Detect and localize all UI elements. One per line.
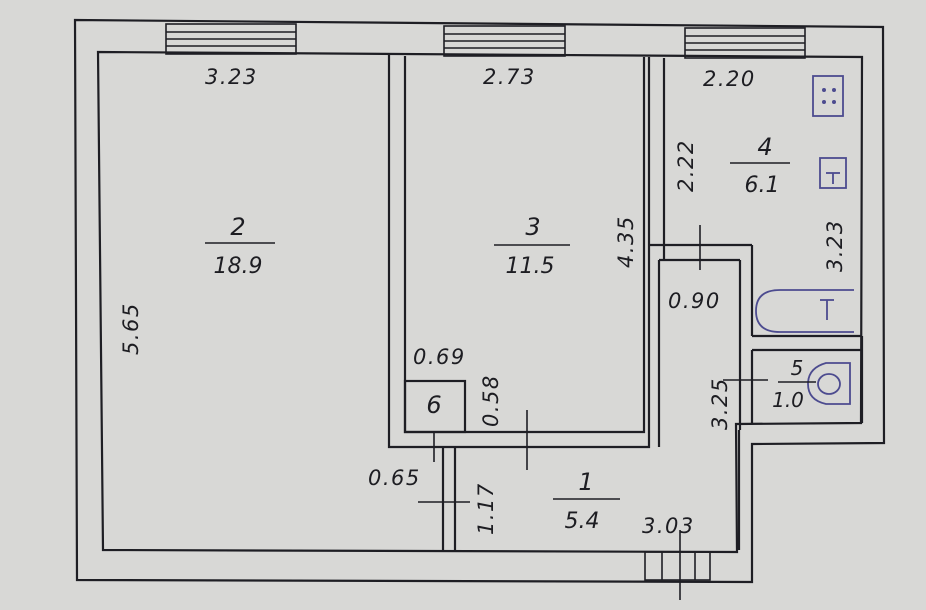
- dim-corridor-width: 0.90: [668, 289, 721, 313]
- closet-6: [403, 379, 467, 434]
- dim-bath-length: 3.25: [708, 377, 732, 430]
- room-2-number: 2: [230, 213, 245, 241]
- dim-room4-width: 2.20: [703, 67, 756, 91]
- window-room-2: [165, 23, 297, 55]
- room-1-number: 1: [578, 468, 593, 496]
- dim-room3-length: 4.35: [614, 215, 638, 268]
- room-1-label: 1 5.4: [553, 468, 620, 534]
- door-marks: [418, 225, 768, 600]
- dim-door-offset: 0.65: [368, 466, 421, 490]
- stove-icon: [812, 75, 844, 117]
- room-3-number: 3: [525, 213, 540, 241]
- dim-hall-length: 3.03: [642, 514, 695, 538]
- room-3-area: 11.5: [506, 254, 555, 279]
- room-5-number: 5: [791, 356, 804, 380]
- sink-icon: [819, 157, 847, 189]
- room-2-area: 18.9: [214, 254, 263, 279]
- room-5-area: 1.0: [772, 388, 804, 412]
- room-5-label: 5 1.0: [772, 356, 816, 412]
- dim-closet-depth: 0.58: [479, 374, 503, 427]
- room-6-number: 6: [426, 391, 441, 419]
- window-room-3: [443, 25, 566, 57]
- window-room-4: [684, 27, 806, 59]
- dim-room4-length: 3.23: [823, 219, 847, 272]
- bathtub-icon: [755, 289, 854, 333]
- outer-walls: [73, 18, 886, 584]
- dim-hall-width: 1.17: [474, 482, 498, 535]
- room-1-area: 5.4: [565, 509, 600, 534]
- room-4-area: 6.1: [745, 173, 780, 198]
- toilet-icon: [807, 362, 851, 405]
- room-4-number: 4: [757, 133, 772, 161]
- dim-room4-side: 2.22: [674, 139, 698, 192]
- interior-walls: [387, 55, 864, 550]
- room-2-label: 2 18.9: [205, 213, 275, 279]
- dim-room2-width: 3.23: [205, 65, 258, 89]
- room-3-label: 3 11.5: [494, 213, 570, 279]
- room-4-label: 4 6.1: [730, 133, 790, 198]
- dim-room2-length: 5.65: [119, 302, 143, 355]
- dim-room3-width: 2.73: [483, 65, 536, 89]
- dim-closet-width: 0.69: [413, 345, 466, 369]
- room-6-label: 6: [426, 391, 441, 419]
